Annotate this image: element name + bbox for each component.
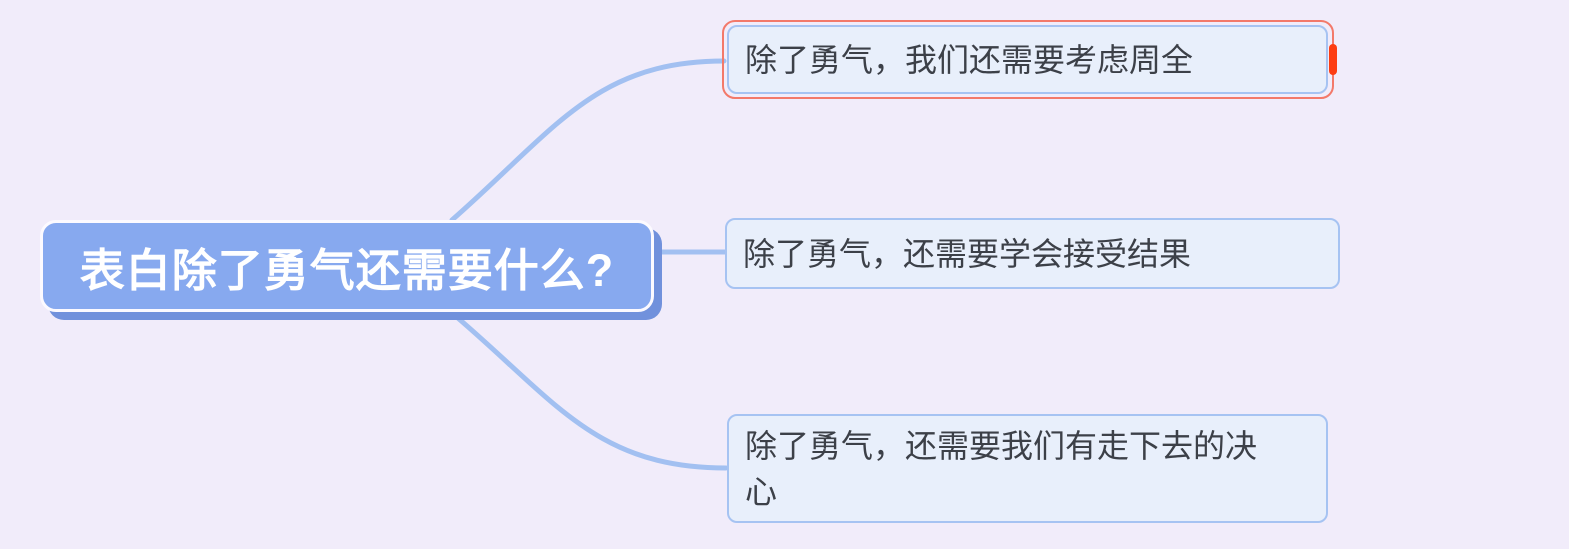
root-topic-label: 表白除了勇气还需要什么? [79,244,615,296]
connector-branch-1 [449,58,727,223]
branch-node-3[interactable]: 除了勇气，还需要我们有走下去的决 心 [727,414,1328,523]
branch-node-3-label: 除了勇气，还需要我们有走下去的决 心 [745,427,1258,510]
connector-branch-3 [449,310,729,471]
branch-node-1[interactable]: 除了勇气，我们还需要考虑周全 [727,25,1328,94]
branch-node-1-label: 除了勇气，我们还需要考虑周全 [745,41,1194,78]
selection-drag-handle-icon[interactable] [1329,44,1337,75]
branch-node-2[interactable]: 除了勇气，还需要学会接受结果 [725,218,1340,289]
branch-node-2-label: 除了勇气，还需要学会接受结果 [743,235,1192,272]
root-topic-node[interactable]: 表白除了勇气还需要什么? [40,220,654,312]
